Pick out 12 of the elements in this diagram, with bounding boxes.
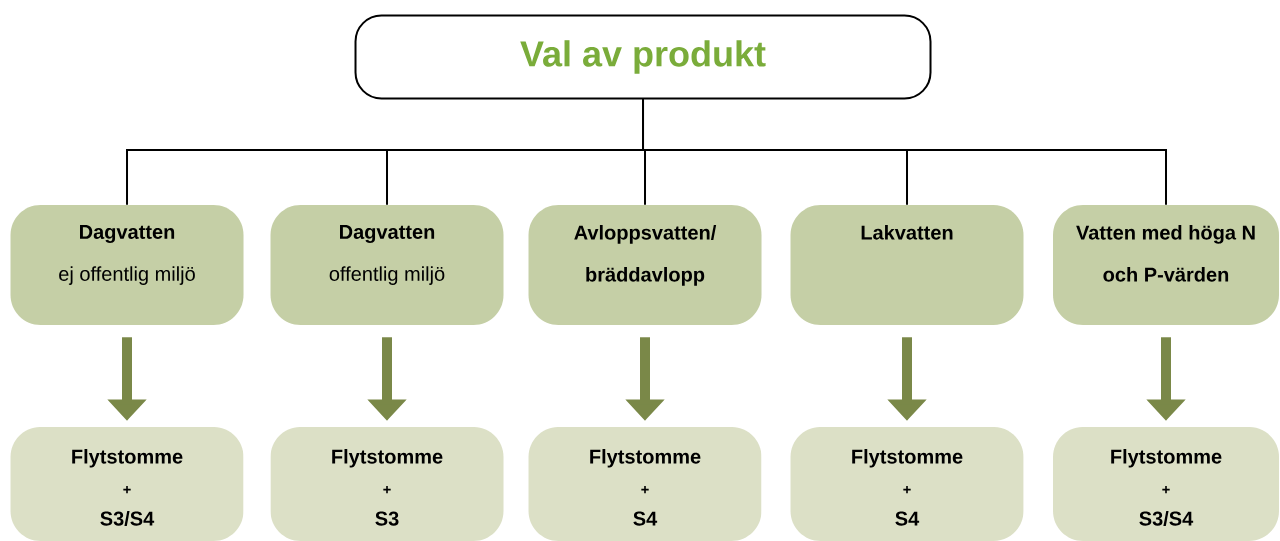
title-box: Val av produkt	[354, 14, 932, 100]
result-box: Flytstomme + S3	[270, 427, 504, 541]
category-box: Dagvatten ej offentlig miljö	[10, 205, 244, 325]
category-box: Lakvatten	[790, 205, 1024, 325]
category-box: Dagvatten offentlig miljö	[270, 205, 504, 325]
result-box: Flytstomme + S4	[790, 427, 1024, 541]
result-box: Flytstomme + S3/S4	[1053, 427, 1279, 541]
result-box: Flytstomme + S4	[528, 427, 762, 541]
connector-line	[642, 98, 1167, 206]
category-box: Vatten med höga N och P-värden	[1053, 205, 1279, 325]
category-box: Avloppsvatten/ bräddavlopp	[528, 205, 762, 325]
result-box: Flytstomme + S3/S4	[10, 427, 244, 541]
